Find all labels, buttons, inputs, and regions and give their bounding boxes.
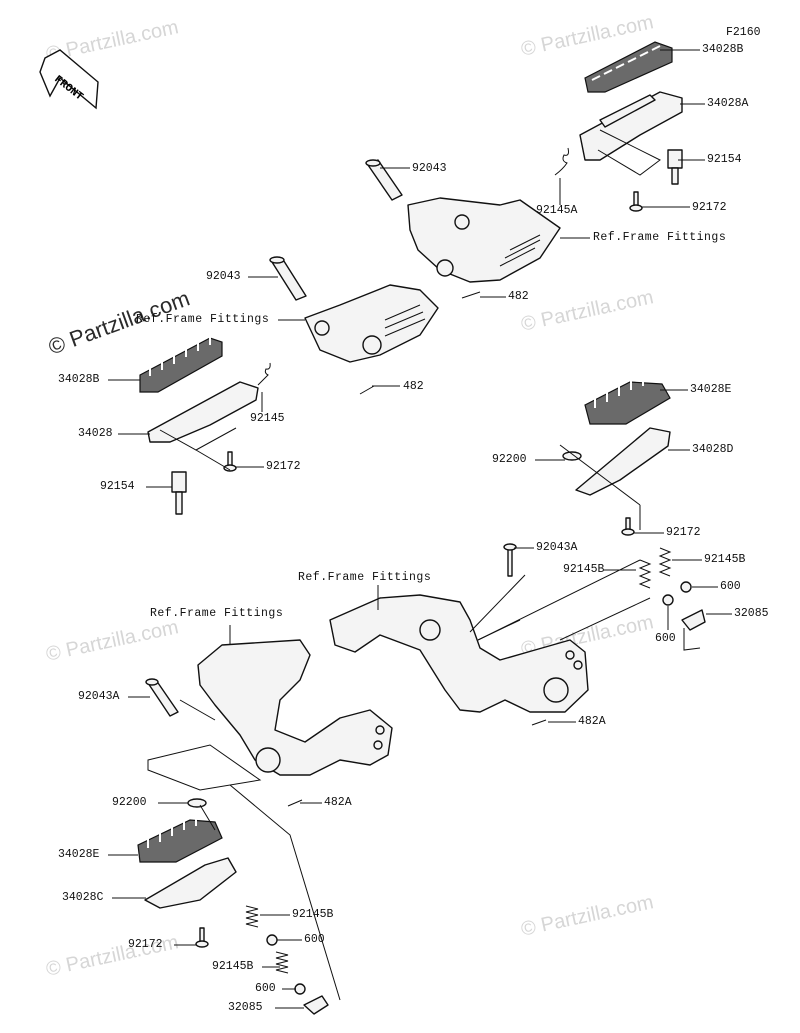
bolt-92154-right	[667, 149, 683, 185]
clip-482A-left	[287, 799, 303, 807]
clip-482A-right	[531, 719, 547, 726]
part-label-92200[interactable]: 92200	[492, 453, 527, 466]
part-label-34028E[interactable]: 34028E	[58, 848, 100, 861]
part-label-92172[interactable]: 92172	[128, 938, 163, 951]
part-label-482A[interactable]: 482A	[324, 796, 352, 809]
right-lower-footpeg	[575, 376, 671, 496]
part-label-600[interactable]: 600	[655, 632, 676, 645]
plate-32085-left	[303, 995, 329, 1015]
part-label-92172[interactable]: 92172	[666, 526, 701, 539]
part-label-32085[interactable]: 32085	[734, 607, 769, 620]
part-label-92145B[interactable]: 92145B	[292, 908, 334, 921]
part-label-600[interactable]: 600	[304, 933, 325, 946]
diagram-code: F2160	[726, 26, 761, 39]
springs-92145B-right	[638, 547, 672, 589]
pin-92043A-right	[503, 543, 517, 577]
clip-482-top	[461, 291, 481, 299]
bolt-92172-left	[223, 451, 237, 472]
washer-92200-left	[187, 798, 207, 808]
ref-frame-fittings[interactable]: Ref.Frame Fittings	[298, 571, 432, 584]
part-label-92043[interactable]: 92043	[206, 270, 241, 283]
ref-frame-fittings[interactable]: Ref.Frame Fittings	[150, 607, 284, 620]
part-label-92172[interactable]: 92172	[266, 460, 301, 473]
part-label-92172[interactable]: 92172	[692, 201, 727, 214]
part-label-92145B[interactable]: 92145B	[212, 960, 254, 973]
part-label-34028B[interactable]: 34028B	[702, 43, 744, 56]
pin-92043A-left	[145, 678, 179, 717]
balls-600-right	[662, 581, 692, 606]
part-label-34028[interactable]: 34028	[78, 427, 113, 440]
part-label-600[interactable]: 600	[720, 580, 741, 593]
part-label-92043[interactable]: 92043	[412, 162, 447, 175]
plate-32085-right	[681, 609, 706, 631]
part-label-482[interactable]: 482	[403, 380, 424, 393]
springs-92145B-left	[245, 905, 289, 974]
bracket-upper	[407, 197, 561, 283]
ref-frame-fittings[interactable]: Ref.Frame Fittings	[593, 231, 727, 244]
part-label-32085[interactable]: 32085	[228, 1001, 263, 1014]
balls-600-left	[266, 934, 306, 995]
part-label-92145A[interactable]: 92145A	[536, 204, 578, 217]
part-label-482A[interactable]: 482A	[578, 715, 606, 728]
leader-lines	[108, 49, 732, 1009]
part-label-34028E[interactable]: 34028E	[690, 383, 732, 396]
part-label-92154[interactable]: 92154	[707, 153, 742, 166]
part-label-92145B[interactable]: 92145B	[704, 553, 746, 566]
part-label-34028B[interactable]: 34028B	[58, 373, 100, 386]
clip-482-mid	[359, 385, 375, 395]
ref-frame-fittings[interactable]: Ref.Frame Fittings	[136, 313, 270, 326]
upper-right-footpeg	[579, 41, 683, 161]
part-label-92145[interactable]: 92145	[250, 412, 285, 425]
part-label-34028C[interactable]: 34028C	[62, 891, 104, 904]
bolt-92154-left	[171, 471, 187, 515]
bolt-92172-top	[629, 191, 643, 212]
part-label-92043A[interactable]: 92043A	[78, 690, 120, 703]
washer-92200-right	[562, 451, 582, 461]
part-label-34028D[interactable]: 34028D	[692, 443, 734, 456]
part-label-92145B[interactable]: 92145B	[563, 563, 605, 576]
bracket-lower-mid	[329, 594, 589, 713]
part-label-482[interactable]: 482	[508, 290, 529, 303]
part-label-92200[interactable]: 92200	[112, 796, 147, 809]
left-footpeg	[139, 335, 259, 443]
bracket-lower-left	[197, 639, 393, 776]
bolt-92172-bottom	[195, 927, 209, 948]
spring-92145	[257, 362, 271, 386]
part-label-600[interactable]: 600	[255, 982, 276, 995]
bolt-92172-right	[621, 517, 635, 536]
part-label-92043A[interactable]: 92043A	[536, 541, 578, 554]
part-label-34028A[interactable]: 34028A	[707, 97, 749, 110]
pin-92043-left	[269, 256, 307, 301]
spring-92145A	[554, 147, 569, 176]
pin-92043-top	[365, 159, 403, 201]
front-arrow-icon: FRONT	[39, 49, 99, 110]
lower-left-footpeg	[137, 816, 237, 909]
part-label-92154[interactable]: 92154	[100, 480, 135, 493]
bracket-mid	[304, 284, 439, 363]
